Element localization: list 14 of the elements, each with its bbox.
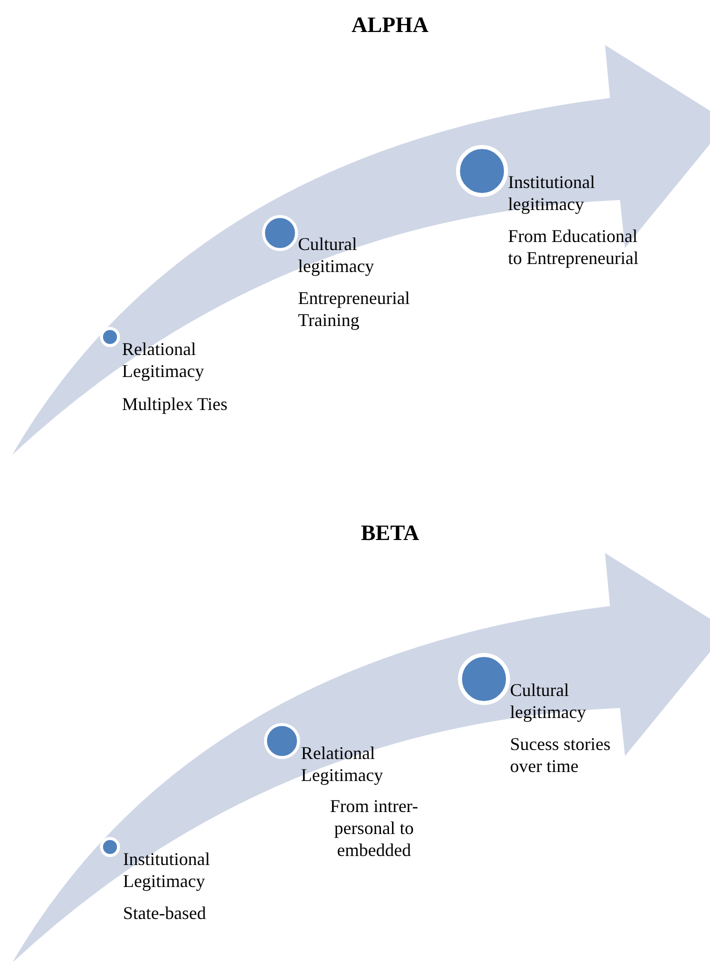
stage-description: From intrer-personal to embedded (328, 795, 420, 861)
stage-description: State-based (123, 902, 207, 924)
stage-heading: Institutional Legitimacy (123, 848, 211, 892)
stage-heading: Relational Legitimacy (122, 338, 205, 382)
stage-heading: Institutional legitimacy (508, 171, 596, 215)
section-title: BETA (360, 520, 420, 545)
stage-description: From Educational to Entrepreneurial (508, 225, 640, 269)
stage-heading: Cultural legitimacy (298, 233, 375, 277)
stage-description: Sucess stories over time (510, 733, 612, 777)
section-title: ALPHA (352, 12, 428, 37)
stage-heading: Cultural legitimacy (510, 679, 587, 723)
stage-heading: Relational Legitimacy (301, 742, 384, 786)
stage-description: Multiplex Ties (122, 393, 229, 415)
stage-description: Entrepreneurial Training (298, 287, 411, 331)
